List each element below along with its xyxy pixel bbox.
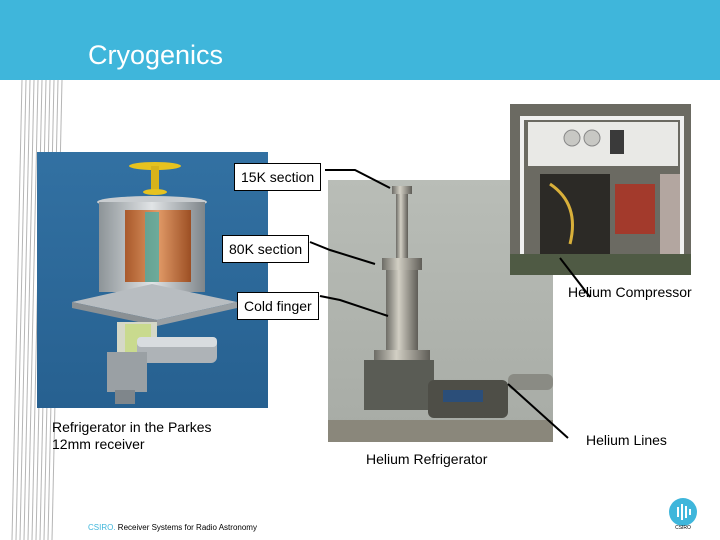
footer: CSIRO. Receiver Systems for Radio Astron… [88,523,257,532]
label-parkes-line-1: Refrigerator in the Parkes [52,419,212,435]
label-parkes-caption: Refrigerator in the Parkes 12mm receiver [52,419,212,453]
refrigerator-cad-image [37,152,268,408]
label-helium-compressor: Helium Compressor [568,284,692,300]
helium-compressor-photo [510,104,691,275]
footer-text: Receiver Systems for Radio Astronomy [117,523,257,532]
label-helium-lines: Helium Lines [586,432,667,448]
footer-brand: CSIRO. [88,523,116,532]
header-band: Cryogenics [0,0,720,80]
logo-text: CSIRO [675,525,691,531]
callout-80k-section: 80K section [222,235,310,263]
csiro-logo-icon [669,498,697,526]
helium-refrigerator-photo [328,180,553,442]
label-helium-refrigerator: Helium Refrigerator [366,451,488,467]
label-parkes-line-2: 12mm receiver [52,436,145,452]
callout-15k-section: 15K section [234,163,322,191]
slide-title: Cryogenics [88,40,224,70]
callout-cold-finger: Cold finger [237,292,319,320]
